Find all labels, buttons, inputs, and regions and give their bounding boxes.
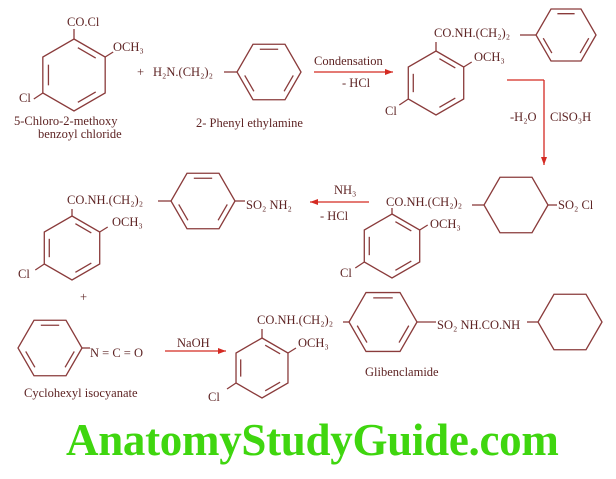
double-bond (439, 58, 456, 69)
double-bond (77, 47, 97, 59)
bond (287, 347, 297, 354)
double-bond (64, 351, 75, 368)
ammonolysis-arrow-head (310, 199, 318, 205)
chloro-group: Cl (19, 91, 31, 105)
double-bond (244, 75, 255, 92)
cyclohexane-ring (537, 293, 603, 351)
reagent-name: Cyclohexyl isocyanate (24, 386, 138, 400)
double-bond (75, 223, 92, 234)
chloro-group: Cl (18, 267, 30, 281)
condensation-arrow-head (385, 69, 393, 75)
amine-group: H₂N.(CH₂)₂ (153, 65, 213, 79)
methoxy-group: OCH₃ (298, 336, 329, 350)
isocyanate-group: N = C = O (90, 346, 143, 360)
amide-group: CO.NH.(CH₂)₂ (67, 193, 144, 207)
reactant1-name-line2: benzoyl chloride (38, 127, 122, 141)
bond (419, 224, 429, 231)
bond (99, 226, 109, 233)
benzene-ring (348, 291, 418, 353)
water-loss-label: -H₂O (510, 110, 537, 124)
methoxy-group: OCH₃ (113, 40, 144, 54)
double-bond (75, 262, 92, 273)
naoh-label: NaOH (177, 336, 210, 350)
double-bond (439, 97, 456, 108)
hcl-loss-label: - HCl (342, 76, 371, 90)
double-bond (217, 204, 228, 221)
reactant1-name-line1: 5-Chloro-2-methoxy (14, 114, 118, 128)
double-bond (264, 344, 281, 355)
double-bond (25, 351, 36, 368)
sulfonamide-group: SO₂ NH₂ (246, 198, 292, 212)
chloro-group: Cl (340, 266, 352, 280)
bond (463, 61, 473, 68)
cyclohexane-ring (483, 176, 549, 234)
double-bond (395, 260, 412, 271)
bond (226, 382, 237, 390)
double-bond (398, 325, 410, 343)
phenyl-ring (236, 43, 302, 101)
hcl-loss-label: - HCl (320, 209, 349, 223)
benzene-ring (42, 38, 106, 112)
acyl-chloride-group: CO.Cl (67, 15, 100, 29)
double-bond (264, 381, 281, 392)
plus-sign: + (137, 65, 145, 79)
chlorosulfonic-acid-label: ClSO₃H (550, 110, 592, 124)
chloro-group: Cl (385, 104, 397, 118)
chloro-group: Cl (208, 390, 220, 404)
product-name-glibenclamide: Glibenclamide (365, 365, 439, 379)
methoxy-group: OCH₃ (430, 217, 461, 231)
double-bond (395, 221, 412, 232)
ammonia-label: NH₃ (334, 183, 357, 197)
watermark: AnatomyStudyGuide.com (66, 415, 559, 465)
methoxy-group: OCH₃ (112, 215, 143, 229)
methoxy-group: OCH₃ (474, 50, 505, 64)
double-bond (77, 91, 97, 103)
reactant2-name: 2- Phenyl ethylamine (196, 116, 303, 130)
sulfonyl-chloride-group: SO₂ Cl (558, 198, 594, 212)
amide-group: CO.NH.(CH₂)₂ (434, 26, 511, 40)
double-bond (283, 75, 294, 92)
bond (398, 98, 409, 106)
bond (34, 263, 45, 271)
phenyl-ring (535, 8, 597, 62)
plus-sign: + (80, 290, 88, 304)
bond (104, 51, 114, 58)
chlorosulfonation-arrow-head (541, 157, 547, 165)
double-bond (542, 37, 553, 54)
amide-group: CO.NH.(CH₂)₂ (257, 313, 334, 327)
benzene-ring (235, 337, 289, 399)
phenyl-ring (17, 319, 83, 377)
condensation-label: Condensation (314, 54, 383, 68)
double-bond (356, 325, 368, 343)
sulfonylurea-group: SO₂ NH.CO.NH (437, 318, 521, 332)
benzene-ring (407, 50, 465, 116)
benzene-ring (170, 172, 236, 230)
benzene-ring (43, 215, 101, 281)
double-bond (178, 204, 189, 221)
amide-group: CO.NH.(CH₂)₂ (386, 195, 463, 209)
double-bond (579, 37, 590, 54)
naoh-arrow-head (218, 348, 226, 354)
bond (354, 261, 365, 269)
benzene-ring (363, 213, 421, 279)
bond (33, 92, 44, 100)
